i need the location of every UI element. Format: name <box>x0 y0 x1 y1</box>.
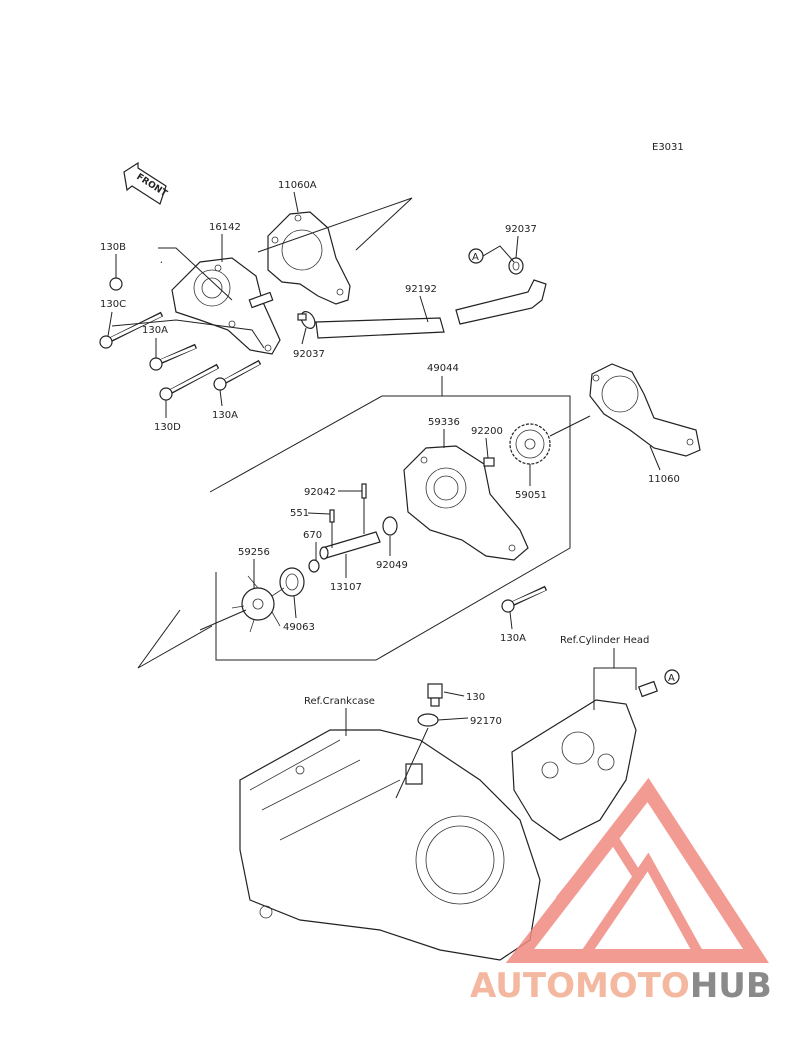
svg-text:130A: 130A <box>500 633 526 644</box>
svg-text:670: 670 <box>303 530 322 541</box>
plug-130 <box>427 683 443 707</box>
crankcase-fitting <box>405 763 423 785</box>
svg-text:130C: 130C <box>100 299 126 310</box>
callout-a-lower: A <box>664 669 680 685</box>
front-arrow-icon: FRONT <box>123 161 169 205</box>
gasket-11060a <box>267 211 351 305</box>
svg-text:551: 551 <box>290 508 309 519</box>
watermark-logo <box>505 777 769 963</box>
svg-text:92037: 92037 <box>505 224 537 235</box>
washer-92170 <box>417 713 439 727</box>
watermark-part1: AUTOMOTO <box>470 966 690 1006</box>
callout-a-upper: A <box>468 245 515 264</box>
svg-text:92042: 92042 <box>304 487 336 498</box>
pump-body-59336 <box>403 445 529 561</box>
svg-text:59336: 59336 <box>428 417 460 428</box>
svg-text:130: 130 <box>466 692 485 703</box>
svg-text:92037: 92037 <box>293 349 325 360</box>
svg-text:11060: 11060 <box>648 474 680 485</box>
hose-clamp-92037-left <box>297 311 316 329</box>
o-ring-670 <box>308 559 320 573</box>
bolt-130a-upper <box>149 343 198 371</box>
svg-text:92170: 92170 <box>470 716 502 727</box>
svg-text:130A: 130A <box>212 410 238 421</box>
crankcase-outline <box>239 729 541 961</box>
svg-text:13107: 13107 <box>330 582 362 593</box>
svg-text:130A: 130A <box>142 325 168 336</box>
washer-92200 <box>483 457 495 467</box>
bolt-130a-lower <box>213 359 262 391</box>
diagram-code: E3031 <box>652 142 684 153</box>
svg-text:92200: 92200 <box>471 426 503 437</box>
watermark-text: AUTOMOTOHUB <box>470 966 772 1006</box>
part-labels: 11060A 16142 130B 130C 130A 130D 130A 92… <box>100 180 680 727</box>
svg-text:130B: 130B <box>100 242 126 253</box>
bolt-130a-mid <box>501 585 548 613</box>
svg-text:92192: 92192 <box>405 284 437 295</box>
seal-92049 <box>382 516 398 536</box>
mech-seal-49063 <box>279 567 305 597</box>
svg-text:59256: 59256 <box>238 547 270 558</box>
watermark-part2: HUB <box>690 966 772 1006</box>
svg-text:130D: 130D <box>154 422 181 433</box>
hose-92192 <box>315 279 547 339</box>
svg-text:A: A <box>668 673 675 684</box>
svg-text:49063: 49063 <box>283 622 315 633</box>
hose-clamp-92037-right <box>508 257 524 275</box>
svg-text:49044: 49044 <box>427 363 459 374</box>
svg-text:11060A: 11060A <box>278 180 317 191</box>
bolt-130b <box>109 261 163 291</box>
svg-text:59051: 59051 <box>515 490 547 501</box>
shaft-13107 <box>319 531 381 560</box>
gear-59051 <box>509 423 551 465</box>
impeller-59256 <box>231 575 285 633</box>
pump-cover-16142 <box>171 257 281 355</box>
ref-cylinder-head-label: Ref.Cylinder Head <box>560 635 649 646</box>
svg-text:A: A <box>472 252 479 263</box>
bolt-130d <box>159 363 220 401</box>
bolt-130c <box>99 311 164 349</box>
pin-551 <box>329 509 335 523</box>
cylinder-head-outline <box>511 699 637 841</box>
svg-text:16142: 16142 <box>209 222 241 233</box>
gasket-11060 <box>589 363 701 457</box>
ref-crankcase-label: Ref.Crankcase <box>304 696 375 707</box>
svg-text:92049: 92049 <box>376 560 408 571</box>
pin-92042 <box>361 483 367 499</box>
head-fitting <box>638 680 658 698</box>
